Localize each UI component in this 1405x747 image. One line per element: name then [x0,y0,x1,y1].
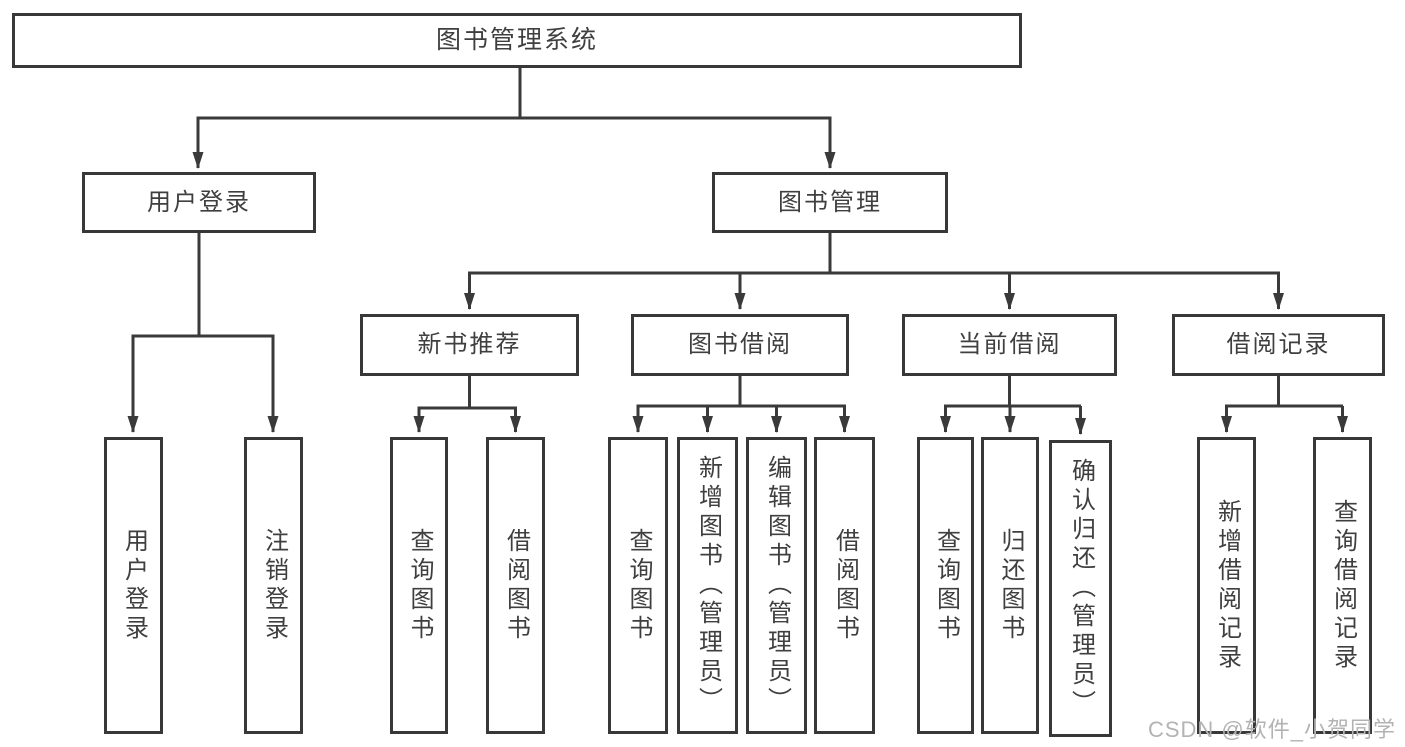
node-recommend-borrow-books: 借阅图书 [486,437,545,734]
node-book-borrowing: 图书借阅 [631,314,849,376]
node-book-management: 图书管理 [712,172,948,233]
csdn-watermark: CSDN @软件_小贺同学 [1147,717,1396,742]
node-library-management-system: 图书管理系统 [12,13,1022,68]
node-current-confirm-return-admin: 确认归还（管理员） [1049,440,1112,737]
node-records-add-record: 新增借阅记录 [1197,437,1256,734]
node-current-query-books: 查询图书 [917,437,974,734]
node-current-borrowing: 当前借阅 [902,314,1117,376]
node-borrow-add-books-admin: 新增图书（管理员） [677,437,738,734]
node-user-login: 用户登录 [82,172,316,233]
node-borrow-edit-books-admin: 编辑图书（管理员） [746,437,807,734]
node-current-return-books: 归还图书 [981,437,1039,734]
node-borrow-borrow-books: 借阅图书 [814,437,875,734]
node-logout-leaf: 注销登录 [244,437,303,734]
node-borrowing-records: 借阅记录 [1172,314,1385,376]
node-borrow-query-books: 查询图书 [608,437,668,734]
node-recommend-query-books: 查询图书 [390,437,448,734]
node-records-query-record: 查询借阅记录 [1313,437,1372,734]
node-user-login-leaf: 用户登录 [104,437,163,734]
node-new-book-recommendation: 新书推荐 [360,314,579,376]
